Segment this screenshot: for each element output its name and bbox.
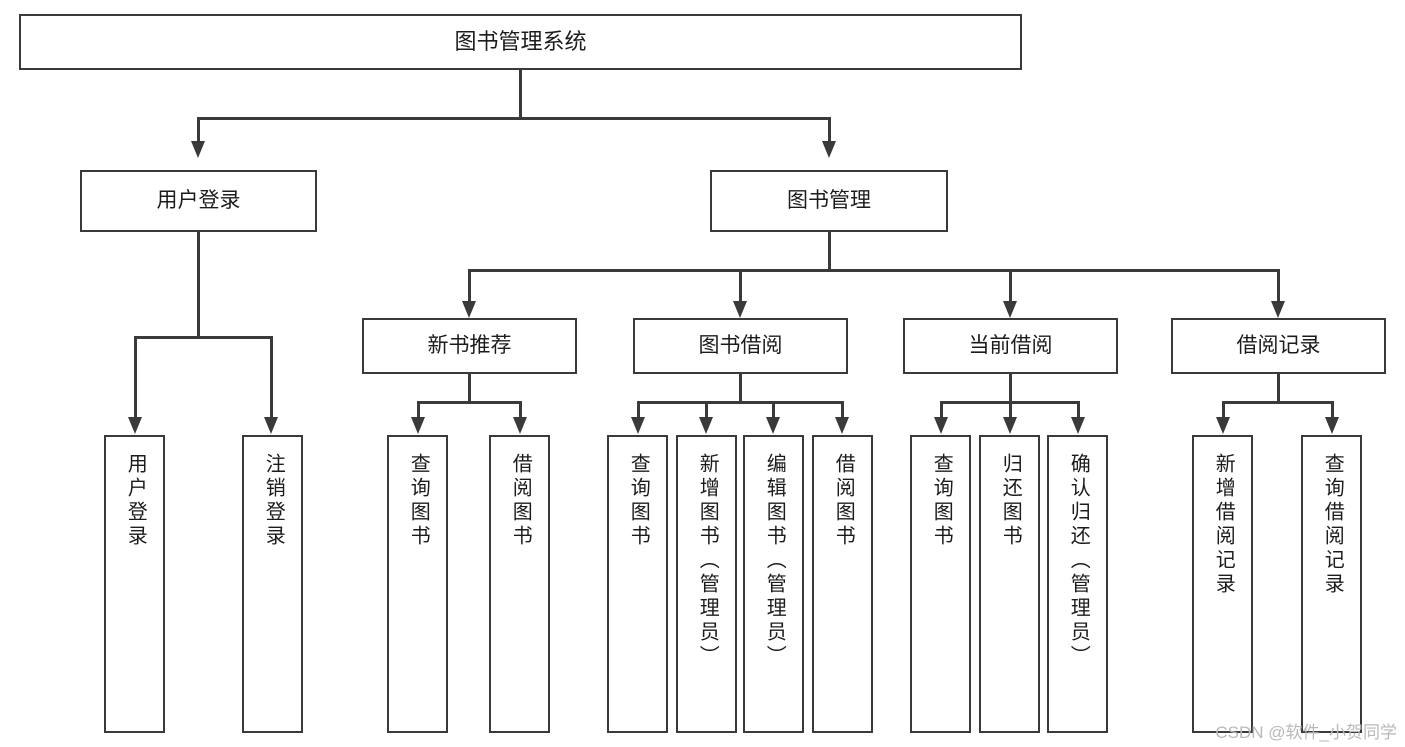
connector-root-bus <box>197 117 831 120</box>
connector-bm-drop-3 <box>1009 269 1012 301</box>
connector-bb-drop-3 <box>772 401 775 417</box>
arrow-to-cb-confirm-return <box>1071 417 1085 434</box>
arrow-to-br-add-record <box>1216 417 1230 434</box>
connector-user-login-bus <box>134 336 273 339</box>
connector-root-drop-left <box>197 117 200 141</box>
node-label: 查询图书 <box>627 453 650 549</box>
node-leaf-logout-login[interactable]: 注销登录 <box>242 435 303 733</box>
node-label: 编辑图书（管理员） <box>763 453 786 669</box>
node-user-login[interactable]: 用户登录 <box>80 170 317 232</box>
node-label: 图书管理系统 <box>454 29 587 55</box>
node-label: 查询借阅记录 <box>1321 453 1344 597</box>
node-label: 注销登录 <box>262 453 285 549</box>
connector-root-stem <box>519 70 522 117</box>
connector-nbr-drop-2 <box>519 401 522 417</box>
arrow-to-leaf-logout-login <box>264 417 278 434</box>
connector-nbr-bus <box>417 401 522 404</box>
node-leaf-br-query-record[interactable]: 查询借阅记录 <box>1301 435 1362 733</box>
node-label: 借阅图书 <box>832 453 855 549</box>
connector-br-drop-2 <box>1331 401 1334 417</box>
node-leaf-cb-query-book[interactable]: 查询图书 <box>910 435 971 733</box>
arrow-to-cb-return-book <box>1003 417 1017 434</box>
node-current-borrow[interactable]: 当前借阅 <box>903 318 1118 374</box>
arrow-to-borrow-record <box>1271 301 1285 318</box>
node-label: 借阅记录 <box>1236 333 1321 357</box>
node-leaf-cb-return-book[interactable]: 归还图书 <box>979 435 1040 733</box>
node-book-borrow[interactable]: 图书借阅 <box>633 318 848 374</box>
node-leaf-nbr-query-book[interactable]: 查询图书 <box>387 435 448 733</box>
node-leaf-br-add-record[interactable]: 新增借阅记录 <box>1192 435 1253 733</box>
arrow-to-new-book-recommend <box>462 301 476 318</box>
arrow-to-bb-query-book <box>631 417 645 434</box>
arrow-to-user-login <box>191 141 205 158</box>
node-book-management[interactable]: 图书管理 <box>710 170 948 232</box>
connector-bb-stem <box>739 374 742 403</box>
node-label: 当前借阅 <box>968 333 1053 357</box>
node-label: 用户登录 <box>156 188 241 212</box>
connector-cb-stem <box>1009 374 1012 403</box>
connector-nbr-drop-1 <box>417 401 420 417</box>
connector-bb-drop-2 <box>705 401 708 417</box>
connector-bm-drop-1 <box>468 269 471 301</box>
arrow-to-book-borrow <box>733 301 747 318</box>
node-leaf-bb-add-book[interactable]: 新增图书（管理员） <box>676 435 737 733</box>
node-label: 新增借阅记录 <box>1212 453 1235 597</box>
arrow-to-bb-borrow-book <box>835 417 849 434</box>
node-leaf-bb-borrow-book[interactable]: 借阅图书 <box>812 435 873 733</box>
node-label: 图书管理 <box>787 188 871 212</box>
arrow-to-bb-edit-book <box>766 417 780 434</box>
node-label: 确认归还（管理员） <box>1067 453 1090 669</box>
node-leaf-cb-confirm-return[interactable]: 确认归还（管理员） <box>1047 435 1108 733</box>
connector-bm-drop-2 <box>739 269 742 301</box>
node-leaf-bb-query-book[interactable]: 查询图书 <box>607 435 668 733</box>
arrow-to-bb-add-book <box>699 417 713 434</box>
connector-bb-bus <box>637 401 844 404</box>
connector-user-login-drop-1 <box>134 336 137 417</box>
csdn-watermark: CSDN @软件_小贺同学 <box>1215 723 1397 742</box>
node-label: 查询图书 <box>407 453 430 549</box>
connector-br-stem <box>1277 374 1280 403</box>
arrow-to-book-management <box>822 141 836 158</box>
node-new-book-recommend[interactable]: 新书推荐 <box>362 318 577 374</box>
connector-user-login-drop-2 <box>270 336 273 417</box>
connector-cb-drop-1 <box>940 401 943 417</box>
node-leaf-bb-edit-book[interactable]: 编辑图书（管理员） <box>743 435 804 733</box>
node-leaf-nbr-borrow-book[interactable]: 借阅图书 <box>489 435 550 733</box>
arrow-to-br-query-record <box>1325 417 1339 434</box>
connector-bb-drop-1 <box>637 401 640 417</box>
node-label: 新书推荐 <box>427 333 512 357</box>
node-label: 新增图书（管理员） <box>696 453 719 669</box>
node-label: 图书借阅 <box>698 333 783 357</box>
node-leaf-user-login[interactable]: 用户登录 <box>104 435 165 733</box>
node-label: 用户登录 <box>124 453 147 549</box>
arrow-to-cb-query-book <box>934 417 948 434</box>
connector-nbr-stem <box>468 374 471 403</box>
node-root-book-management-system[interactable]: 图书管理系统 <box>19 14 1022 70</box>
node-label: 借阅图书 <box>509 453 532 549</box>
arrow-to-nbr-query-book <box>411 417 425 434</box>
connector-user-login-stem <box>197 232 200 336</box>
arrow-to-nbr-borrow-book <box>513 417 527 434</box>
arrow-to-leaf-user-login <box>128 417 142 434</box>
node-label: 查询图书 <box>930 453 953 549</box>
connector-bb-drop-4 <box>841 401 844 417</box>
connector-root-drop-right <box>828 117 831 141</box>
connector-book-management-bus <box>468 269 1280 272</box>
node-borrow-record[interactable]: 借阅记录 <box>1171 318 1386 374</box>
node-label: 归还图书 <box>999 453 1022 549</box>
connector-cb-drop-3 <box>1077 401 1080 417</box>
connector-book-management-stem <box>828 232 831 271</box>
connector-bm-drop-4 <box>1277 269 1280 301</box>
connector-br-drop-1 <box>1222 401 1225 417</box>
arrow-to-current-borrow <box>1003 301 1017 318</box>
connector-br-bus <box>1222 401 1334 404</box>
connector-cb-drop-2 <box>1009 401 1012 417</box>
